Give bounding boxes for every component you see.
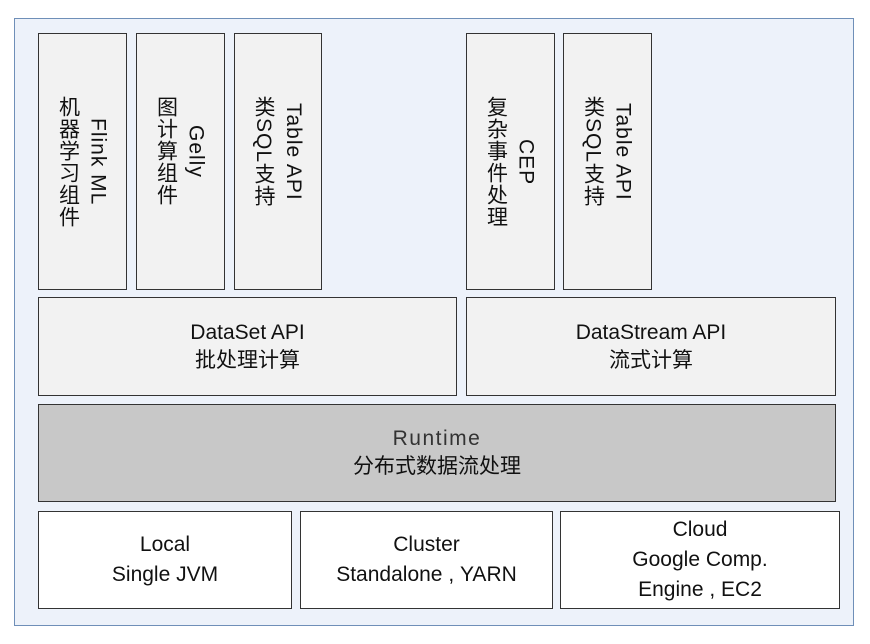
api-dataset-en: DataSet API: [190, 320, 305, 344]
api-dataset-zh: 批处理计算: [195, 348, 300, 372]
runtime-layer: Runtime 分布式数据流处理: [38, 404, 836, 502]
deploy-cloud-line-2: Google Comp.: [632, 548, 768, 571]
deploy-cloud-line-3: Engine , EC2: [638, 578, 762, 601]
library-cep-zh: 复杂事件处理: [484, 96, 508, 228]
library-cep: CEP 复杂事件处理: [466, 33, 555, 290]
library-flink-ml: Flink ML 机器学习组件: [38, 33, 127, 290]
deploy-cluster-line-1: Cluster: [393, 533, 460, 556]
library-table-api-stream-zh: 类SQL支持: [581, 96, 605, 208]
library-flink-ml-en: Flink ML: [86, 118, 110, 206]
deploy-cloud: Cloud Google Comp. Engine , EC2: [560, 511, 840, 609]
library-table-api-stream: Table API 类SQL支持: [563, 33, 652, 290]
deploy-local-line-2: Single JVM: [111, 563, 219, 586]
library-flink-ml-zh: 机器学习组件: [56, 96, 80, 228]
library-table-api-batch-en: Table API: [282, 102, 305, 201]
deploy-cluster: Cluster Standalone , YARN: [300, 511, 553, 609]
library-gelly-zh: 图计算组件: [154, 96, 178, 206]
runtime-zh: 分布式数据流处理: [353, 455, 521, 478]
deploy-cloud-line-1: Cloud: [672, 518, 728, 541]
library-table-api-stream-en: Table API: [611, 102, 635, 201]
runtime-en: Runtime: [392, 427, 482, 450]
library-gelly-en: Gelly: [184, 124, 208, 178]
api-datastream: DataStream API 流式计算: [466, 297, 836, 396]
library-gelly: Gelly 图计算组件: [136, 33, 225, 290]
deploy-local-line-1: Local: [139, 533, 191, 556]
deploy-local: Local Single JVM: [38, 511, 292, 609]
api-datastream-zh: 流式计算: [609, 348, 693, 372]
library-table-api-batch-zh: 类SQL支持: [252, 96, 275, 208]
api-dataset: DataSet API 批处理计算: [38, 297, 457, 396]
api-datastream-en: DataStream API: [575, 320, 727, 344]
deploy-cluster-line-2: Standalone , YARN: [336, 563, 517, 586]
library-table-api-batch: Table API 类SQL支持: [234, 33, 322, 290]
library-cep-en: CEP: [514, 138, 538, 186]
